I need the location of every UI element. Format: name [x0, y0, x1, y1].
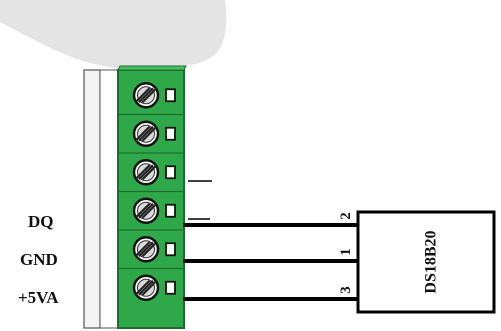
device-housing-curve [0, 0, 227, 70]
terminal-dividers [118, 113, 184, 270]
slotted-screw-icon [132, 159, 160, 186]
wire-number-5v: 3 [338, 286, 354, 294]
pin-label-gnd: GND [20, 250, 58, 269]
wire-entry-window [165, 280, 176, 295]
terminal-block-left-strip [83, 69, 101, 329]
slotted-screw-icon [132, 236, 160, 263]
pin-label-dq: DQ [28, 212, 54, 231]
wire-entry-window [165, 165, 176, 180]
wire-entry-window [165, 242, 176, 257]
terminal-screws [132, 82, 176, 301]
slotted-screw-icon [132, 274, 160, 301]
slotted-screw-icon [132, 197, 160, 224]
pin-label-5v: +5VA [18, 288, 59, 307]
wire-number-dq: 2 [338, 212, 354, 220]
terminal-block-cap [117, 65, 187, 71]
terminal-block [83, 65, 187, 329]
wires [183, 223, 358, 301]
wire-entry-window [165, 203, 176, 218]
slotted-screw-icon [132, 120, 160, 147]
sensor-label: DS18B20 [423, 230, 440, 293]
wire-entry-window [165, 88, 176, 103]
wire-entry-window [165, 126, 176, 141]
slotted-screw-icon [132, 82, 160, 109]
device-housing-edge [0, 0, 80, 331]
sensor-body [356, 210, 496, 314]
wire-number-gnd: 1 [338, 248, 354, 256]
terminal-block-left-strip-inner [99, 69, 119, 329]
